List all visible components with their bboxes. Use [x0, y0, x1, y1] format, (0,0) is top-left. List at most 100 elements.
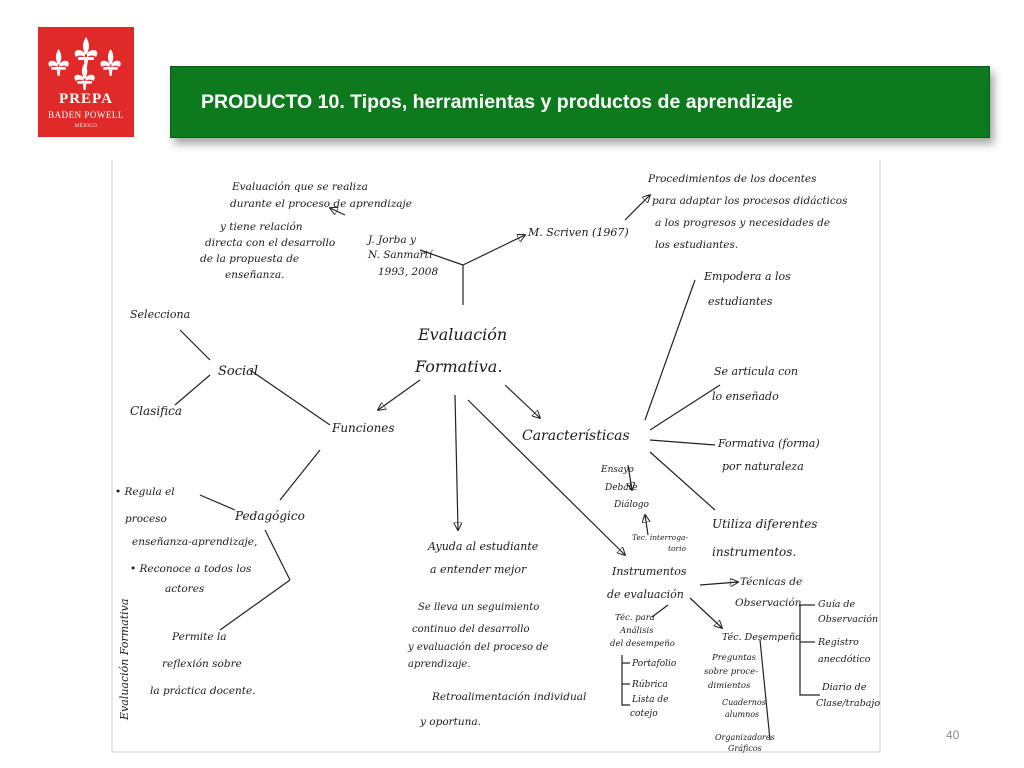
definition-line-1: Evaluación que se realiza [231, 181, 368, 193]
permite-line-1: Permite la [171, 631, 227, 643]
reconoce-line-1: • Reconoce a todos los [130, 563, 252, 575]
central-node-line-2: Formativa. [414, 357, 502, 376]
logo-name: PREPA [59, 91, 113, 107]
diario-text: Diario de Clase/trabajo [816, 682, 880, 709]
authors-jorba-text: J. Jorba y N. Sanmartí 1993, 2008 [366, 234, 438, 278]
instrumentos-line-2: de evaluación [607, 588, 684, 601]
tec-analisis-text: Téc. para Análisis del desempeño [610, 612, 675, 649]
definition-line-6: enseñanza. [225, 269, 285, 281]
cuadernos-text: Cuadernos alumnos [722, 698, 768, 719]
registro-line-1: Registro [817, 637, 859, 648]
lista-line-1: Lista de [631, 695, 668, 705]
formativa-forma-line-1: Formativa (forma) [717, 437, 820, 450]
logo-subtitle: BADEN POWELL [48, 110, 124, 120]
regula-line-1: • Regula el [115, 486, 175, 498]
diario-line-1: Diario de [821, 682, 867, 693]
empodera-line-2: estudiantes [708, 295, 773, 308]
ensayo-line-2: Debate [604, 483, 638, 493]
empodera-text: Empodera a los estudiantes [703, 270, 794, 308]
tec-interrogatorio-line-1: Tec. interroga- [632, 533, 688, 542]
ayuda-line-2: a entender mejor [430, 563, 527, 576]
portafolio-text: Portafolio [631, 659, 677, 669]
ensayo-line-1: Ensayo [600, 465, 634, 475]
authors-scriven-text: M. Scriven (1967) [527, 226, 629, 239]
organizadores-text: Organizadores Gráficos [715, 733, 777, 753]
retro-text: Retroalimentación individual y oportuna. [419, 691, 590, 728]
instrumentos-line-1: Instrumentos [611, 565, 687, 578]
tec-analisis-line-2: Análisis [619, 625, 654, 636]
ensayo-line-3: Diálogo [613, 499, 650, 510]
definition-text: Evaluación que se realiza durante el pro… [200, 181, 415, 281]
preguntas-line-3: dimientos [708, 681, 751, 691]
seguimiento-line-2: continuo del desarrollo [412, 624, 529, 635]
rubrica-text: Rúbrica [631, 679, 668, 690]
scriven-note-line-3: a los progresos y necesidades de [655, 217, 830, 229]
fleur-de-lis-icon [48, 37, 121, 90]
guia-line-1: Guía de [818, 599, 856, 610]
formativa-forma-line-2: por naturaleza [722, 460, 804, 473]
lista-line-2: cotejo [630, 709, 658, 719]
utiliza-line-2: instrumentos. [712, 545, 796, 559]
central-node: Evaluación Formativa. [414, 325, 512, 376]
tec-observacion-line-2: Observación [735, 597, 802, 609]
retro-line-2: y oportuna. [419, 716, 481, 728]
scriven-note-line-2: para adaptar los procesos didácticos [652, 195, 848, 207]
cuadernos-line-1: Cuadernos [722, 698, 766, 707]
pedagogico-node: Pedagógico [234, 509, 305, 523]
regula-line-3: enseñanza-aprendizaje, [132, 536, 257, 548]
funciones-node: Funciones [331, 421, 395, 435]
page-title: PRODUCTO 10. Tipos, herramientas y produ… [201, 91, 794, 113]
seguimiento-line-3: y evaluación del proceso de [407, 642, 549, 653]
reconoce-text: • Reconoce a todos los actores [130, 563, 255, 595]
authors-jorba-line-3: 1993, 2008 [378, 266, 438, 278]
tec-desempeno-text: Téc. Desempeño [722, 632, 801, 643]
selecciona-node: Selecciona [130, 308, 190, 321]
central-node-line-1: Evaluación [417, 325, 507, 344]
social-node: Social [218, 364, 258, 379]
seguimiento-line-1: Se lleva un seguimiento [418, 602, 539, 613]
articula-line-2: lo enseñado [712, 390, 779, 403]
tec-observacion-text: Técnicas de Observación [735, 576, 806, 609]
permite-line-2: reflexión sobre [162, 658, 242, 670]
preguntas-line-2: sobre proce- [704, 667, 758, 677]
lista-text: Lista de cotejo [630, 695, 671, 719]
title-bar: PRODUCTO 10. Tipos, herramientas y produ… [170, 66, 990, 138]
guia-text: Guía de Observación [818, 599, 878, 625]
utiliza-text: Utiliza diferentes instrumentos. [712, 517, 821, 559]
formativa-forma-text: Formativa (forma) por naturaleza [717, 437, 823, 473]
empodera-line-1: Empodera a los [703, 270, 791, 283]
regula-line-2: proceso [125, 513, 167, 525]
seguimiento-line-4: aprendizaje. [408, 659, 471, 670]
logo-country: MÉXICO [74, 124, 98, 129]
definition-line-2: durante el proceso de aprendizaje [230, 198, 412, 210]
organizadores-line-1: Organizadores [715, 733, 775, 742]
tec-analisis-line-1: Téc. para [615, 612, 655, 623]
preguntas-text: Preguntas sobre proce- dimientos [704, 653, 761, 691]
instrumentos-node: Instrumentos de evaluación [607, 565, 690, 601]
guia-line-2: Observación [818, 614, 878, 625]
ensayo-text: Ensayo Debate Diálogo [600, 465, 650, 510]
authors-jorba-line-2: N. Sanmartí [367, 249, 434, 261]
tec-interrogatorio-text: Tec. interroga- torio [632, 533, 690, 553]
connector-lines [174, 195, 820, 741]
articula-text: Se articula con lo enseñado [712, 365, 801, 403]
articula-line-1: Se articula con [714, 365, 798, 378]
reconoce-line-2: actores [165, 583, 205, 595]
ayuda-text: Ayuda al estudiante a entender mejor [427, 540, 542, 576]
school-logo: PREPA BADEN POWELL MÉXICO [38, 27, 134, 137]
authors-jorba-line-1: J. Jorba y [366, 234, 417, 246]
permite-text: Permite la reflexión sobre la práctica d… [150, 631, 256, 697]
clasifica-node: Clasifica [130, 404, 182, 418]
cuadernos-line-2: alumnos [725, 710, 759, 719]
scriven-note-text: Procedimientos de los docentes para adap… [647, 173, 851, 251]
organizadores-line-2: Gráficos [728, 744, 762, 753]
definition-line-5: de la propuesta de [200, 253, 299, 265]
registro-text: Registro anecdótico [817, 637, 871, 665]
permite-line-3: la práctica docente. [150, 685, 256, 697]
side-label: Evaluación Formativa [118, 599, 131, 721]
registro-line-2: anecdótico [818, 654, 871, 665]
scriven-note-line-4: los estudiantes. [655, 239, 738, 251]
scriven-note-line-1: Procedimientos de los docentes [647, 173, 817, 185]
ayuda-line-1: Ayuda al estudiante [427, 540, 539, 553]
